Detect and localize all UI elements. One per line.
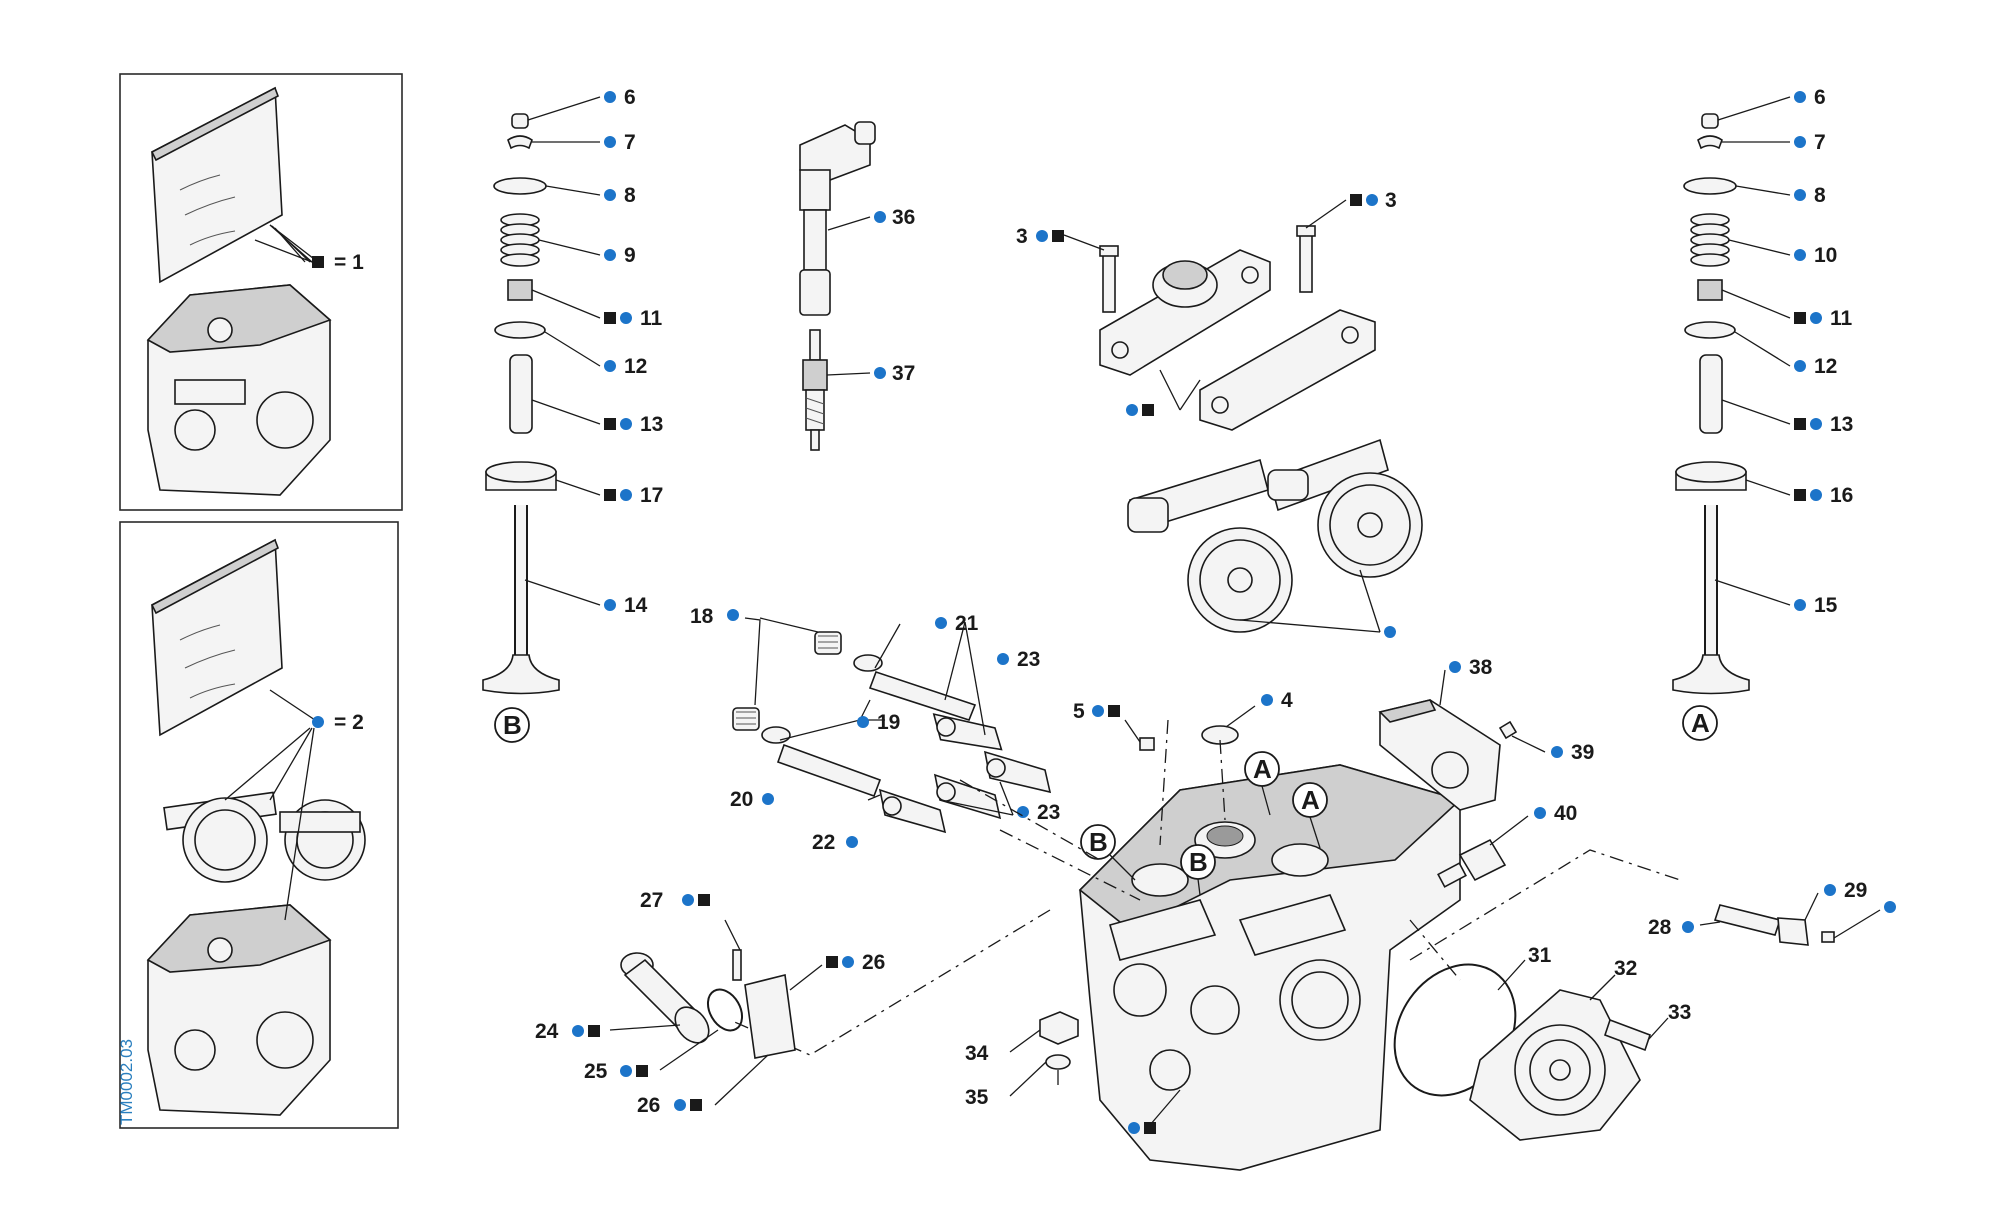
view-a-marker: [1682, 705, 1718, 741]
callout-3-left: 3: [1016, 225, 1028, 248]
callout-19: 19: [877, 711, 900, 734]
callout-21: 21: [955, 612, 979, 635]
callout-11-left: 11: [640, 307, 663, 330]
kit-1-label: = 1: [334, 251, 364, 274]
head-view-b-1: B: [1089, 827, 1108, 857]
valve-spring-9: [500, 213, 540, 267]
cam-caps: [1099, 225, 1376, 431]
screw-5: [1139, 737, 1155, 751]
callout-27: 27: [640, 889, 663, 912]
spring-seat-12-left: [494, 321, 546, 339]
kit-2-label: = 2: [334, 711, 364, 734]
callout-18: 18: [690, 605, 714, 628]
ignition-coil-36: [799, 121, 876, 316]
pin-28: [1713, 904, 1782, 936]
plate-26: [744, 974, 796, 1059]
callout-3-right: 3: [1385, 189, 1397, 212]
view-a-letter: A: [1691, 708, 1710, 738]
callout-33: 33: [1668, 1001, 1691, 1024]
valve-guide-13-right: [1699, 354, 1723, 434]
cylinder-head: [1078, 764, 1462, 1171]
callout-7-left: 7: [624, 131, 636, 154]
valve-seal-11-right: [1697, 279, 1723, 301]
head-view-a-1: A: [1253, 754, 1272, 784]
callout-12-right: 12: [1814, 355, 1837, 378]
callout-29: 29: [1844, 879, 1867, 902]
callout-6-right: 6: [1814, 86, 1826, 109]
callout-15: 15: [1814, 594, 1838, 617]
callout-37: 37: [892, 362, 915, 385]
callout-9: 9: [624, 244, 636, 267]
callout-5: 5: [1073, 700, 1085, 723]
screw-33: [1603, 1018, 1652, 1052]
callout-13-right: 13: [1830, 413, 1853, 436]
plug-34: [1039, 1011, 1079, 1045]
water-fitting-24: [620, 952, 710, 1044]
callout-16: 16: [1830, 484, 1853, 507]
plate-29: [1777, 917, 1809, 946]
head-view-a-2: A: [1301, 785, 1320, 815]
callout-14: 14: [624, 594, 648, 617]
spring-retainer-8-left: [493, 177, 547, 195]
callout-4: 4: [1281, 689, 1293, 712]
valve-14: [483, 505, 559, 694]
callout-11-right: 11: [1830, 307, 1853, 330]
valve-keeper-7-right: [1697, 135, 1723, 150]
callout-22: 22: [812, 831, 835, 854]
cover-32: [1469, 989, 1641, 1141]
spring-retainer-8-right: [1683, 177, 1737, 195]
callout-40: 40: [1554, 802, 1577, 825]
screw-39: [1498, 720, 1518, 740]
washer-35: [1045, 1054, 1071, 1070]
callout-25: 25: [584, 1060, 608, 1083]
callout-7-right: 7: [1814, 131, 1826, 154]
callout-24: 24: [535, 1020, 559, 1043]
callout-32: 32: [1614, 957, 1637, 980]
callout-12-left: 12: [624, 355, 647, 378]
valve-15: [1673, 505, 1749, 694]
callout-38: 38: [1469, 656, 1493, 679]
view-b-letter: B: [503, 710, 522, 740]
callout-26-top: 26: [862, 951, 885, 974]
callout-17: 17: [640, 484, 663, 507]
callout-34: 34: [965, 1042, 989, 1065]
spring-seat-12-right: [1684, 321, 1736, 339]
valve-cap-6-right: [1701, 113, 1719, 129]
callout-23-bottom: 23: [1037, 801, 1060, 824]
screw-27: [732, 949, 742, 981]
callout-28: 28: [1648, 916, 1672, 939]
callout-6-left: 6: [624, 86, 636, 109]
kit-frame-bottom: [119, 521, 399, 1129]
reference-code: TM0002.03: [117, 1039, 136, 1125]
thermostat-cover-38: [1378, 699, 1501, 811]
valve-stack-b: [483, 113, 559, 694]
callout-8-left: 8: [624, 184, 636, 207]
valve-stack-a: [1673, 113, 1749, 694]
callout-10: 10: [1814, 244, 1837, 267]
valve-keeper-7-left: [507, 135, 533, 150]
callout-36: 36: [892, 206, 915, 229]
callout-13-left: 13: [640, 413, 663, 436]
callout-31: 31: [1528, 944, 1552, 967]
o-ring-25: [706, 988, 744, 1032]
callout-26-bottom: 26: [637, 1094, 660, 1117]
callout-20: 20: [730, 788, 753, 811]
valve-seal-11-left: [507, 279, 533, 301]
view-b-marker: [494, 707, 530, 743]
valve-guide-13-left: [509, 354, 533, 434]
camshafts: [1127, 438, 1423, 633]
callout-8-right: 8: [1814, 184, 1826, 207]
callout-23-top: 23: [1017, 648, 1040, 671]
valve-cap-6-left: [511, 113, 529, 129]
head-view-b-2: B: [1189, 847, 1208, 877]
rocker-group: [732, 631, 1052, 834]
spark-plug-37: [802, 329, 828, 451]
kit-frame-top: [119, 73, 403, 511]
sensor-40: [1437, 838, 1507, 888]
valve-spring-10: [1690, 213, 1730, 267]
screw-29: [1821, 931, 1835, 943]
callout-39: 39: [1571, 741, 1594, 764]
callout-35: 35: [965, 1086, 989, 1109]
